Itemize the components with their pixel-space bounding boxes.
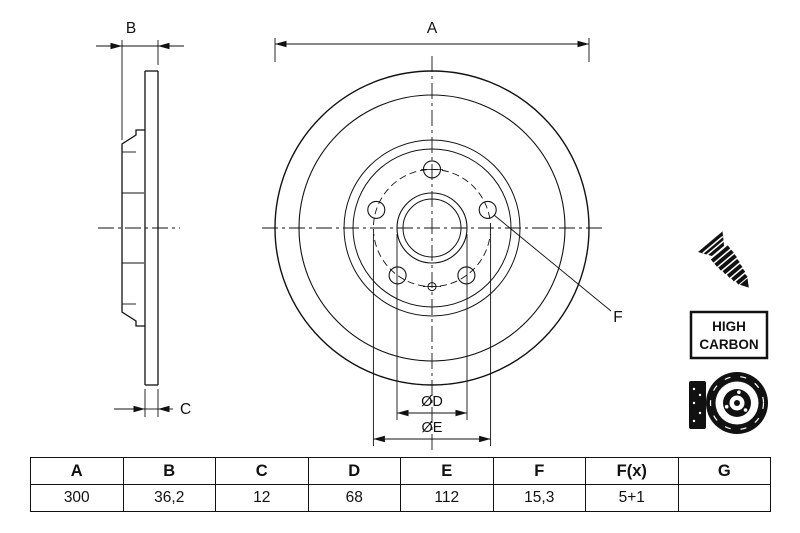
side-view-hat-profile <box>121 129 145 327</box>
spec-table: A B C D E F F(x) G 300 36,2 12 68 112 15… <box>30 457 771 512</box>
high-carbon-line1: HIGH <box>712 319 746 334</box>
spec-header-fx: F(x) <box>585 457 679 485</box>
bolt-hole <box>388 266 407 285</box>
dim-d <box>396 234 468 420</box>
spec-value-d: 68 <box>307 484 401 512</box>
spec-header-row: A B C D E F F(x) G <box>30 457 771 485</box>
spec-value-f: 15,3 <box>492 484 586 512</box>
countersunk-screw-icon <box>698 231 749 288</box>
spec-value-row: 300 36,2 12 68 112 15,3 5+1 <box>30 484 771 512</box>
spec-header-e: E <box>400 457 494 485</box>
bolt-hole <box>367 200 386 219</box>
brake-disc-drawing: A B C ØD <box>96 20 769 450</box>
high-carbon-line2: CARBON <box>699 337 758 352</box>
dim-a-label: A <box>427 20 438 37</box>
dim-e <box>372 234 492 446</box>
brake-disc-icon <box>689 372 768 434</box>
spec-value-fx: 5+1 <box>585 484 679 512</box>
side-view-hat-details <box>122 151 144 305</box>
spec-value-c: 12 <box>215 484 309 512</box>
dim-f-label: F <box>613 309 622 326</box>
dim-f-leader <box>493 214 612 312</box>
bolt-hole <box>457 266 476 285</box>
dim-b-label: B <box>126 20 136 37</box>
spec-value-e: 112 <box>400 484 494 512</box>
front-view-centerlines <box>262 56 602 450</box>
side-view <box>98 70 180 386</box>
dim-d-label: ØD <box>421 394 443 410</box>
spec-header-f: F <box>492 457 586 485</box>
spec-header-b: B <box>122 457 216 485</box>
spec-value-b: 36,2 <box>122 484 216 512</box>
spec-header-g: G <box>677 457 771 485</box>
front-view <box>262 56 602 450</box>
spec-value-a: 300 <box>30 484 124 512</box>
high-carbon-badge: HIGH CARBON <box>689 310 769 360</box>
spec-header-a: A <box>30 457 124 485</box>
spec-header-d: D <box>307 457 401 485</box>
spec-header-c: C <box>215 457 309 485</box>
dim-b <box>96 40 184 140</box>
hole-center-ticks <box>421 168 443 288</box>
bolt-hole <box>478 200 497 219</box>
dim-a <box>274 38 590 62</box>
spec-value-g <box>677 484 771 512</box>
dim-c <box>114 389 173 417</box>
dim-e-label: ØE <box>422 420 443 436</box>
dim-c-label: C <box>180 401 191 418</box>
